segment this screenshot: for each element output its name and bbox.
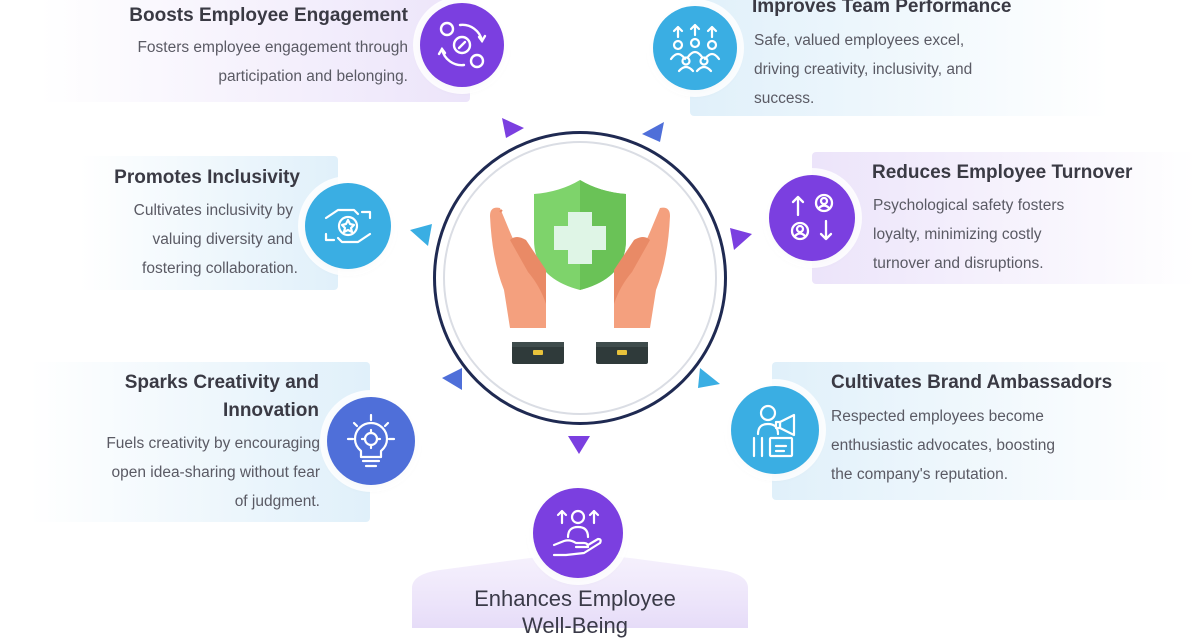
wellbeing-care-icon — [533, 488, 623, 578]
hands-shield-cross-icon — [490, 180, 670, 364]
center-inner-ring — [443, 141, 717, 415]
item-title-wellbeing-2: Well-Being — [522, 613, 628, 638]
item-desc-engagement-1: Fosters employee engagement through — [137, 39, 408, 56]
item-desc-creativity-3: of judgment. — [234, 493, 320, 510]
item-desc-inclusivity-2: valuing diversity and — [152, 231, 293, 248]
item-title-creativity-2: Innovation — [222, 400, 319, 421]
item-desc-ambassadors-1: Respected employees become — [831, 408, 1044, 425]
item-desc-turnover-3: turnover and disruptions. — [873, 255, 1044, 272]
handshake-diversity-icon — [305, 183, 391, 269]
arrow-performance — [642, 122, 664, 142]
card-background-engagement — [40, 0, 470, 102]
item-desc-performance-2: driving creativity, inclusivity, and — [754, 61, 973, 78]
arrow-creativity — [442, 368, 462, 390]
item-desc-creativity-2: open idea-sharing without fear — [111, 464, 320, 481]
item-title-performance: Improves Team Performance — [752, 0, 1012, 17]
card-background-turnover — [812, 152, 1196, 284]
arrow-inclusivity — [410, 224, 432, 246]
item-desc-performance-3: success. — [754, 90, 815, 107]
item-desc-performance-1: Safe, valued employees excel, — [754, 32, 965, 49]
item-desc-turnover-2: loyalty, minimizing costly — [873, 226, 1042, 243]
engagement-cycle-icon — [420, 3, 504, 87]
card-background-ambassadors — [772, 362, 1172, 500]
item-title-engagement: Boosts Employee Engagement — [129, 5, 408, 26]
arrow-engagement — [502, 118, 524, 138]
item-desc-turnover-1: Psychological safety fosters — [873, 197, 1065, 214]
item-title-ambassadors: Cultivates Brand Ambassadors — [831, 372, 1113, 393]
arrow-ambassadors — [698, 368, 720, 388]
item-desc-ambassadors-3: the company's reputation. — [831, 466, 1009, 483]
employee-exchange-icon — [769, 175, 855, 261]
item-title-inclusivity: Promotes Inclusivity — [114, 167, 300, 188]
item-title-turnover: Reduces Employee Turnover — [872, 162, 1133, 183]
arrow-turnover — [730, 228, 752, 250]
card-background-performance — [690, 0, 1110, 116]
item-title-wellbeing-1: Enhances Employee — [474, 586, 676, 611]
item-desc-inclusivity-1: Cultivates inclusivity by — [133, 202, 293, 219]
lightbulb-idea-icon — [327, 397, 415, 485]
ambassador-megaphone-icon — [731, 386, 819, 474]
item-desc-engagement-2: participation and belonging. — [218, 68, 408, 85]
item-desc-ambassadors-2: enthusiastic advocates, boosting — [831, 437, 1056, 454]
arrow-wellbeing — [568, 436, 590, 454]
item-title-creativity-1: Sparks Creativity and — [124, 372, 319, 393]
item-desc-inclusivity-3: fostering collaboration. — [142, 260, 298, 277]
item-desc-creativity-1: Fuels creativity by encouraging — [106, 435, 320, 452]
card-background-creativity — [30, 362, 370, 522]
card-background-inclusivity — [80, 156, 338, 290]
team-growth-icon — [653, 6, 737, 90]
card-background-wellbeing — [412, 555, 748, 628]
